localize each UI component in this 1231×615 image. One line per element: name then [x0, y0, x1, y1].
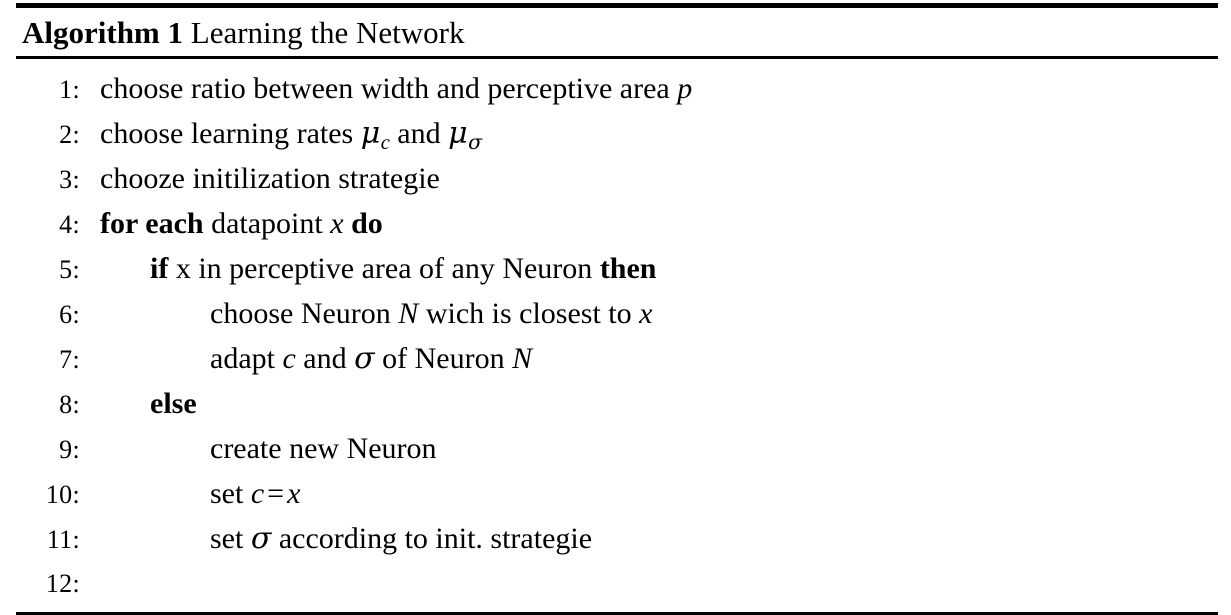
line-content: choose ratio between width and perceptiv…	[82, 66, 692, 111]
token-var-c: c	[250, 477, 265, 510]
algorithm-line-9: 9: create new Neuron	[16, 426, 1218, 471]
algorithm-line-5: 5: if x in perceptive area of any Neuron…	[16, 246, 1218, 291]
algorithm-caption-head: Algorithm 1	[22, 15, 184, 50]
token-mu: μ	[448, 116, 468, 151]
token-sigma: σ	[354, 341, 375, 376]
line-number: 5:	[59, 255, 80, 284]
token-subscript-sigma: σ	[468, 129, 483, 154]
algorithm-line-4: 4: for each datapoint x do	[16, 201, 1218, 246]
line-content: choose Neuron N wich is closest to x	[192, 291, 652, 336]
line-number: 11:	[46, 525, 80, 554]
line-number: 12:	[45, 569, 80, 598]
algorithm-caption-title: Learning the Network	[190, 15, 465, 50]
line-number: 1:	[59, 75, 80, 104]
algorithm-caption: Algorithm 1 Learning the Network	[16, 8, 1218, 56]
token-var-x: x	[639, 297, 653, 330]
line-number: 9:	[59, 435, 80, 464]
token-var-N: N	[398, 297, 419, 330]
token-choose: choose	[100, 72, 184, 105]
keyword-do: do	[351, 207, 383, 240]
line-number: 6:	[59, 300, 80, 329]
algorithm-line-10: 10: set c=x	[16, 471, 1218, 516]
algorithm-line-8: 8: else	[16, 381, 1218, 426]
token-and: and	[303, 342, 347, 375]
line-number: 10:	[45, 480, 80, 509]
algorithm-top-rule	[16, 3, 1218, 8]
algorithm-caption-rule	[16, 56, 1218, 59]
line-number: 4:	[59, 210, 80, 239]
token-subscript-c: c	[380, 131, 390, 154]
token-learning-rates: learning rates	[190, 117, 354, 150]
keyword-if: if	[150, 252, 169, 285]
token-sigma: σ	[250, 521, 272, 556]
line-content: else	[132, 381, 197, 426]
token-var-N: N	[512, 342, 533, 375]
token-of-neuron: of Neuron	[382, 342, 505, 375]
token-phrase: according to init. strategie	[278, 522, 593, 555]
line-content: set c=x	[192, 471, 300, 516]
token-x-upright: x	[175, 252, 191, 285]
token-var-c: c	[282, 342, 296, 375]
algorithm-line-3: 3: chooze initilization strategie	[16, 156, 1218, 201]
token-phrase: in perceptive area of any Neuron	[198, 252, 593, 285]
token-set: set	[210, 522, 244, 555]
line-content: if x in perceptive area of any Neuron th…	[132, 246, 657, 291]
token-neuron: Neuron	[300, 297, 391, 330]
token-phrase: wich is closest to	[425, 297, 632, 330]
keyword-for-each: for each	[100, 207, 204, 240]
algorithm-line-2: 2: choose learning rates μc and μσ	[16, 111, 1218, 156]
line-number: 8:	[59, 390, 80, 419]
algorithm-line-11: 11: set σ according to init. strategie	[16, 516, 1218, 561]
token-choose: choose	[210, 297, 294, 330]
algorithm-line-7: 7: adapt c and σ of Neuron N	[16, 336, 1218, 381]
token-adapt: adapt	[210, 342, 275, 375]
line-content: create new Neuron	[210, 432, 437, 465]
token-mu: μ	[360, 116, 381, 151]
token-phrase: ratio between width and perceptive area	[190, 72, 670, 105]
line-content: adapt c and σ of Neuron N	[192, 336, 532, 381]
token-var-x: x	[330, 207, 344, 240]
token-var-x: x	[287, 477, 301, 510]
token-var-p: p	[677, 72, 693, 105]
algorithm-line-1: 1: choose ratio between width and percep…	[16, 66, 1218, 111]
algorithm-line-6: 6: choose Neuron N wich is closest to x	[16, 291, 1218, 336]
token-set: set	[210, 477, 244, 510]
token-equals: =	[267, 477, 285, 510]
token-and: and	[397, 117, 441, 150]
algorithm-steps: 1: choose ratio between width and percep…	[16, 59, 1218, 612]
token-datapoint: datapoint	[211, 207, 323, 240]
algorithm-line-12: 12:	[16, 561, 1218, 606]
keyword-else: else	[150, 387, 197, 420]
line-number: 2:	[59, 120, 80, 149]
line-content: chooze initilization strategie	[100, 162, 440, 195]
keyword-then: then	[599, 252, 657, 285]
line-number: 7:	[59, 345, 80, 374]
line-content: choose learning rates μc and μσ	[82, 111, 482, 166]
line-number: 3:	[59, 165, 80, 194]
line-content: set σ according to init. strategie	[192, 516, 592, 561]
token-choose: choose	[100, 117, 184, 150]
algorithm-block: Algorithm 1 Learning the Network 1: choo…	[16, 0, 1218, 615]
line-content: for each datapoint x do	[82, 201, 383, 246]
